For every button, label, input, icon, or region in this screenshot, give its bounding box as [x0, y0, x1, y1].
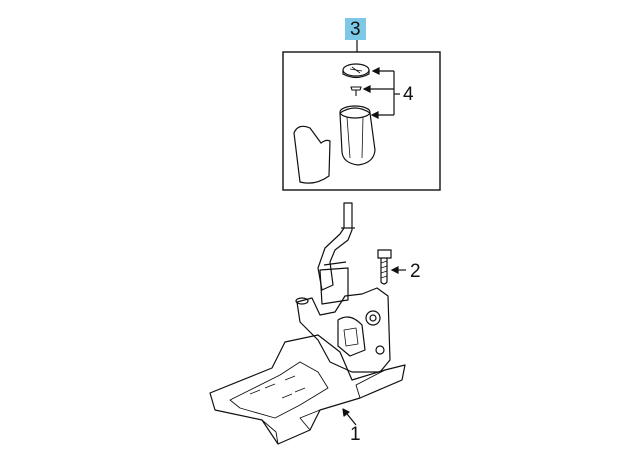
knob-cap — [342, 63, 370, 79]
knob-screw — [350, 86, 362, 96]
shifter-assembly — [209, 202, 406, 445]
kit-frame — [282, 51, 441, 191]
knob-body — [339, 105, 376, 166]
bolt — [377, 249, 406, 285]
knob-boot — [293, 125, 331, 184]
callout-2-label[interactable]: 2 — [410, 261, 421, 282]
callout-4-bracket — [362, 67, 400, 119]
callout-1-label[interactable]: 1 — [350, 424, 361, 445]
callout-3-label[interactable]: 3 — [345, 18, 366, 40]
callout-4-label[interactable]: 4 — [403, 84, 414, 105]
